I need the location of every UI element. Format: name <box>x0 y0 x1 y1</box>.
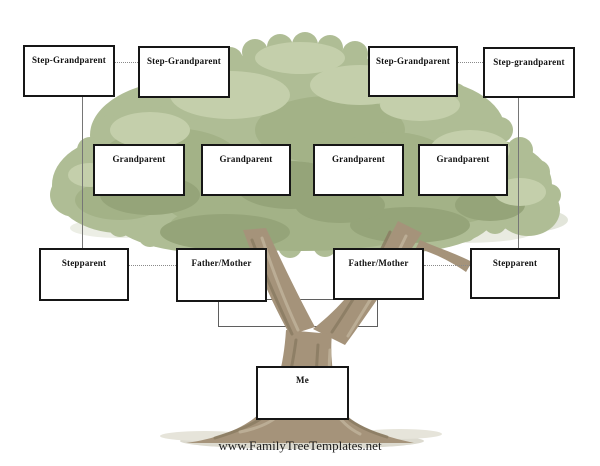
footer: www.FamilyTreeTemplates.net <box>0 437 600 455</box>
box-grandparent-3: Grandparent <box>313 144 404 196</box>
dotted-link-stepgrandparent3-4 <box>458 62 483 63</box>
box-label: Step-Grandparent <box>31 55 107 65</box>
box-label: Step-Grandparent <box>146 56 222 66</box>
box-step-grandparent-2: Step-Grandparent <box>138 46 230 98</box>
box-label: Stepparent <box>61 258 107 268</box>
box-label: Step-Grandparent <box>375 56 451 66</box>
box-me: Me <box>256 366 349 420</box>
box-label: Grandparent <box>219 154 273 164</box>
box-label: Grandparent <box>331 154 386 164</box>
box-label: Step-grandparent <box>493 57 565 67</box>
box-label: Father/Mother <box>191 258 252 268</box>
box-label: Father/Mother <box>348 258 409 268</box>
dotted-link-stepgrandparent1-2 <box>115 62 138 63</box>
connector-stepgrandparent4-to-stepparent2 <box>518 98 519 248</box>
box-label: Me <box>296 375 309 385</box>
box-step-grandparent-3: Step-Grandparent <box>368 46 458 97</box>
connector-stepgrandparent1-to-stepparent1 <box>82 97 83 248</box>
box-grandparent-1: Grandparent <box>93 144 185 196</box>
box-label: Grandparent <box>436 154 490 164</box>
box-label: Grandparent <box>112 154 166 164</box>
box-grandparent-2: Grandparent <box>201 144 291 196</box>
box-label: Stepparent <box>492 258 538 268</box>
box-father-mother-1: Father/Mother <box>176 248 267 302</box>
box-step-grandparent-4: Step-grandparent <box>483 47 575 98</box>
box-stepparent-1: Stepparent <box>39 248 129 301</box>
footer-website-url[interactable]: www.FamilyTreeTemplates.net <box>218 438 382 453</box>
box-stepparent-2: Stepparent <box>470 248 560 299</box>
box-father-mother-2: Father/Mother <box>333 248 424 300</box>
dotted-link-stepparent1-father-mother1 <box>129 265 176 266</box>
box-grandparent-4: Grandparent <box>418 144 508 196</box>
dotted-link-father-mother2-stepparent2 <box>424 265 470 266</box>
box-step-grandparent-1: Step-Grandparent <box>23 45 115 97</box>
